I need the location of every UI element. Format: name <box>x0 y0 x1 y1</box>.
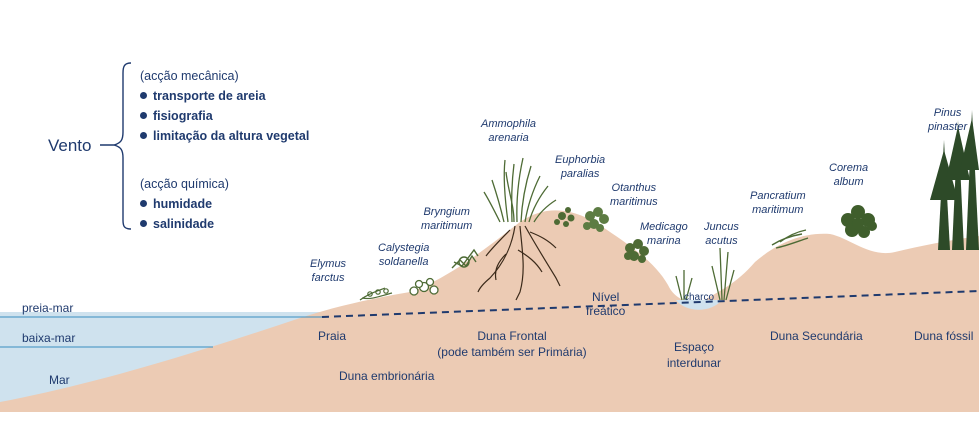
chemical-action-heading: (acção química) <box>140 174 229 194</box>
mechanical-item: fisiografia <box>140 106 309 126</box>
mechanical-action-heading: (acção mecânica) <box>140 66 309 86</box>
bullet-icon <box>140 220 147 227</box>
mechanical-item: transporte de areia <box>140 86 309 106</box>
beach-label: Praia <box>318 329 346 343</box>
fossil-dune-label: Duna fóssil <box>914 329 973 343</box>
interdune-label: Espaço interdunar <box>654 340 734 370</box>
chemical-item: salinidade <box>140 214 229 234</box>
otanthus-plant <box>583 207 609 232</box>
water-table-label: Nível freático <box>586 290 625 318</box>
mechanical-action-list: (acção mecânica) transporte de areia fis… <box>140 66 309 146</box>
bullet-icon <box>140 92 147 99</box>
pond-label: charco <box>684 291 714 305</box>
sand-profile <box>0 210 979 412</box>
wind-brace <box>100 63 131 229</box>
chemical-action-list: (acção química) humidade salinidade <box>140 174 229 234</box>
bullet-icon <box>140 200 147 207</box>
sea-label: Mar <box>49 373 70 387</box>
bullet-icon <box>140 132 147 139</box>
embryonic-dune-label: Duna embrionária <box>339 369 434 383</box>
bullet-icon <box>140 112 147 119</box>
low-tide-label: baixa-mar <box>22 331 75 345</box>
wind-title: Vento <box>48 136 92 156</box>
high-tide-label: preia-mar <box>22 301 73 315</box>
secondary-dune-label: Duna Secundária <box>770 329 863 343</box>
chemical-item: humidade <box>140 194 229 214</box>
mechanical-item: limitação da altura vegetal <box>140 126 309 146</box>
frontal-dune-label: Duna Frontal (pode também ser Primária) <box>422 329 602 359</box>
corema-plant <box>841 205 877 238</box>
